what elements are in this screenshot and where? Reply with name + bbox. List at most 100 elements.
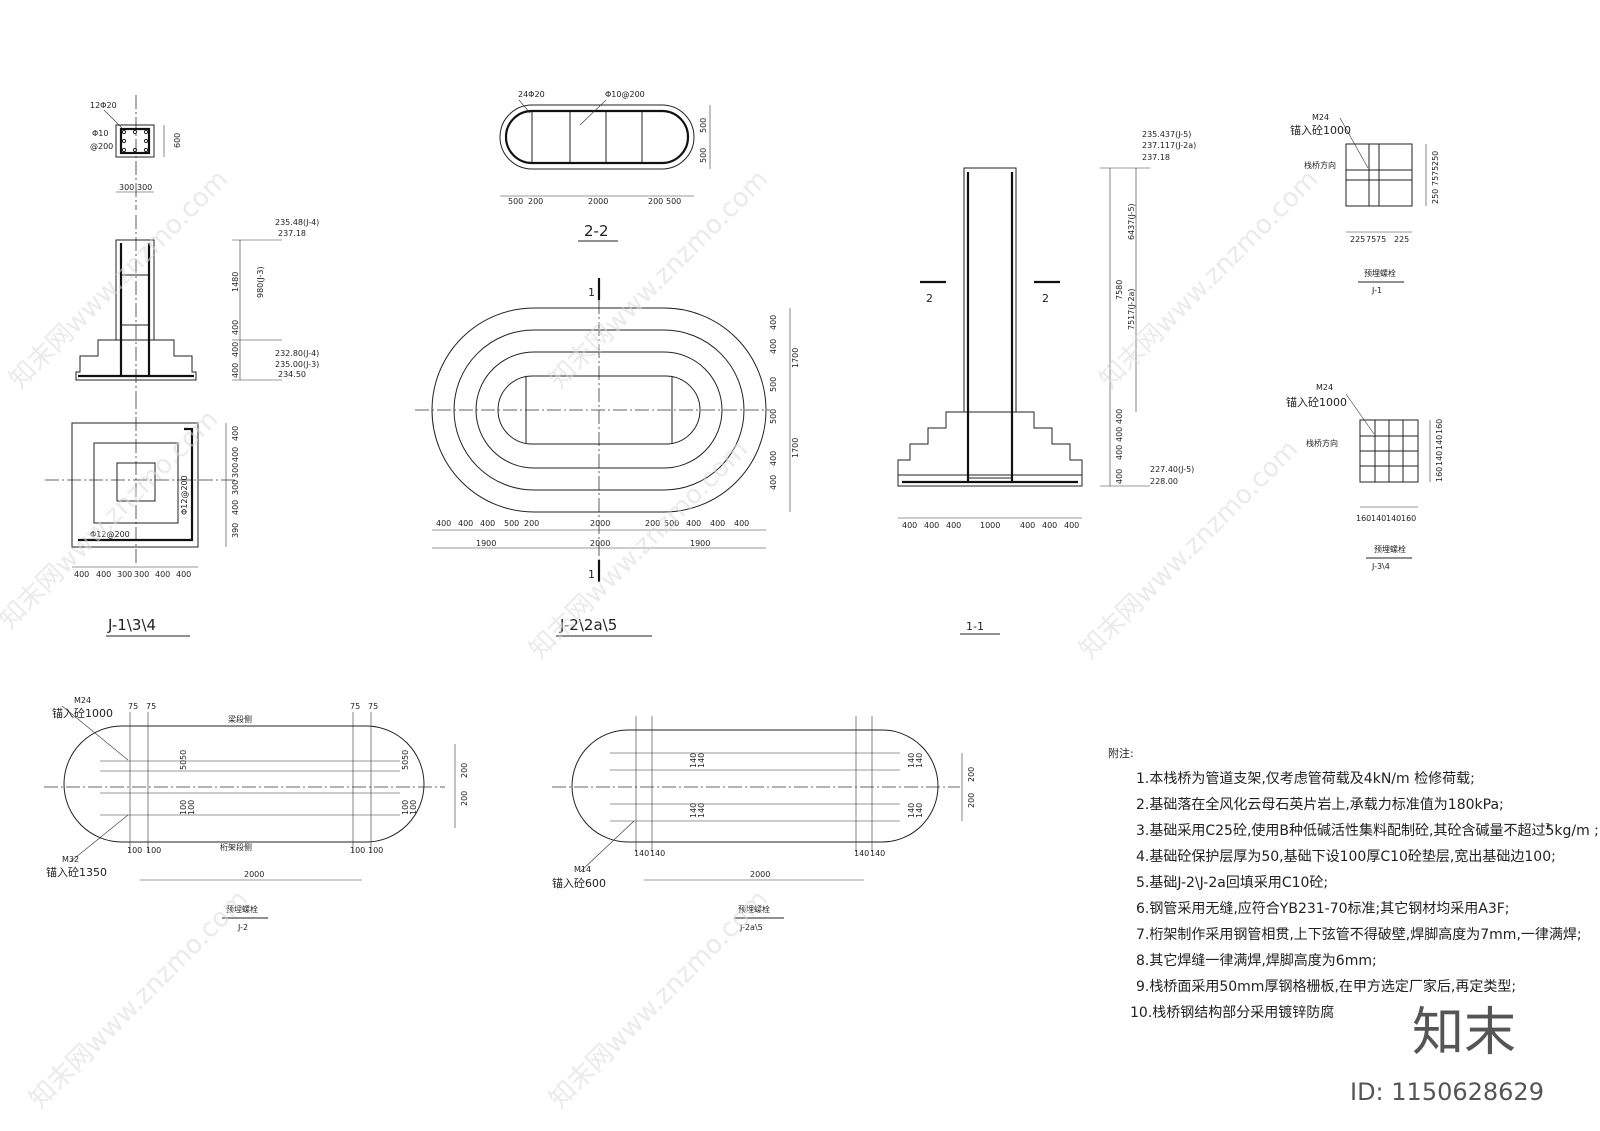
j1-plan-right-dim: 300 — [231, 463, 240, 478]
note-item: 1.本栈桥为管道支架,仅考虑管荷载及4kN/m 检修荷载; — [1136, 771, 1475, 787]
bolt-j2-mid-dim: 100 — [187, 800, 196, 815]
sec11-elev-1: 235.437(J-5) — [1142, 130, 1191, 139]
bolt-j1-bottom-dim: 225 — [1394, 235, 1409, 244]
j1-plan-bottom-dim: 300 — [117, 570, 132, 579]
j2-plan-bottom-dim: 400 — [686, 519, 701, 528]
bolt-j1-dir: 栈桥方向 — [1304, 160, 1336, 170]
sec11-v400: 400 — [1115, 427, 1124, 442]
bolt-j2-top-dim: 75 — [368, 702, 378, 711]
bolt-j1-bottom-dim: 75 — [1376, 235, 1386, 244]
bolt-j2-title: J-2 — [237, 923, 248, 932]
general-notes: 附注: 1.本栈桥为管道支架,仅考虑管荷载及4kN/m 检修荷载; 2.基础落在… — [1108, 746, 1599, 1021]
note-item: 9.栈桥面采用50mm厚钢格栅板,在甲方选定厂家后,再定类型; — [1136, 978, 1516, 995]
j2-plan-right-dim-2: 1700 — [791, 348, 800, 368]
bolt-j1-cap: 预埋螺栓 — [1364, 268, 1396, 278]
s22-bottom-dim: 200 — [648, 197, 663, 206]
j2-plan-bottom-dim: 500 — [504, 519, 519, 528]
bolt-j2-top-dim: 75 — [350, 702, 360, 711]
bolt-j2a5-mid-dim: 140 — [697, 753, 706, 768]
j2-plan-cut-top: 1 — [588, 286, 595, 299]
bolt-j2-top-dim: 75 — [128, 702, 138, 711]
sec11-bottom-dim: 400 — [946, 521, 961, 530]
bolt-j2-mid-dim: 100 — [179, 800, 188, 815]
bolt-j2a5-anchor: 锚入砼600 — [552, 876, 606, 890]
j2-plan-right-dim: 400 — [769, 475, 778, 490]
bolt-j1-right-dim: 250 — [1431, 189, 1440, 204]
bolt-j2a5-bot-dim: 140 — [634, 849, 649, 858]
j1-plan-bottom-dim: 300 — [134, 570, 149, 579]
bolt-j34-title: J-3\4 — [1371, 562, 1390, 571]
s22-right-dim: 500 — [699, 118, 708, 133]
j2-plan-right-dim: 500 — [769, 377, 778, 392]
j1-dim-300-a: 300 — [119, 183, 134, 192]
sec11-v6437: 6437(J-5) — [1127, 203, 1136, 240]
j1-plan-bottom-dim: 400 — [155, 570, 170, 579]
j2-plan-bottom-dim-2: 1900 — [476, 539, 496, 548]
watermark-text: 知末网www.znzmo.com — [24, 884, 255, 1115]
j1-elev-label-1: 235.48(J-4) — [275, 218, 319, 227]
brand-logo-text: 知末 — [1412, 1003, 1516, 1063]
j2-plan-bottom-dim: 400 — [710, 519, 725, 528]
j2-plan-bottom-dim: 2000 — [590, 519, 610, 528]
bolt-j2-bot-dim: 100 — [350, 846, 365, 855]
watermark-text: 知末网www.znzmo.com — [524, 434, 755, 665]
note-item: 6.钢管采用无缝,应符合YB231-70标准;其它钢材均采用A3F; — [1136, 900, 1510, 917]
sec11-bottom-dim: 400 — [1064, 521, 1079, 530]
s22-bottom-dim: 200 — [528, 197, 543, 206]
sec11-bottom-dim: 1000 — [980, 521, 1000, 530]
bolt-j1-right-dim: 75 — [1431, 176, 1440, 186]
j1-elevation: 235.48(J-4) 237.18 1480 980(J-3) 400 400… — [75, 215, 319, 395]
note-item: 7.桁架制作采用钢管相贯,上下弦管不得破壁,焊脚高度为7mm,一律满焊; — [1136, 926, 1582, 943]
note-item: 10.栈桥钢结构部分采用镀锌防腐 — [1130, 1004, 1334, 1021]
j1-tie-label-1: Φ10 — [92, 129, 108, 138]
j1-v400-c: 400 — [231, 363, 240, 378]
j1-plan-right-dim: 400 — [231, 447, 240, 462]
bolt-j2a5-bot-dim: 140 — [854, 849, 869, 858]
bolt-j2a5-right-dim: 200 — [967, 793, 976, 808]
watermark-text: 知末网www.znzmo.com — [0, 404, 224, 635]
j1-plan-right-dims: 400 400 300 300 400 390 — [231, 426, 240, 538]
j2-plan-right-dim-2: 1700 — [791, 438, 800, 458]
sec11-bottom-dims: 400 400 400 1000 400 400 400 — [902, 521, 1079, 530]
note-item: 5.基础J-2\J-2a回填采用C10砼; — [1136, 874, 1328, 891]
bolt-j1-m: M24 — [1312, 113, 1329, 122]
bolt-j1-right-dim: 250 — [1431, 151, 1440, 166]
bolt-j2-side2: 桁架段侧 — [220, 842, 252, 852]
s22-bottom-dim: 2000 — [588, 197, 608, 206]
j2-plan-right-dim: 400 — [769, 451, 778, 466]
bolt-j34-dir: 栈桥方向 — [1306, 438, 1338, 448]
bolt-j2a5-mid-dim: 140 — [907, 753, 916, 768]
j1-plan: Φ12@200 Φ12@200 400 400 300 300 400 390 … — [45, 395, 240, 637]
bolt-j2-bot-dim: 100 — [127, 846, 142, 855]
bolt-j2-cap: 预埋螺栓 — [226, 904, 258, 914]
bolt-j34-cap: 预埋螺栓 — [1374, 544, 1406, 554]
j1-plan-right-dim: 400 — [231, 500, 240, 515]
bolt-j2-mid-dim: 100 — [409, 800, 418, 815]
sec11-v7517: 7517(J-2a) — [1127, 288, 1136, 330]
j1-v1480: 1480 — [231, 272, 240, 292]
bolt-plan-j1: M24 锚入砼1000 栈桥方向 225 75 75 225 250 75 75… — [1290, 113, 1440, 295]
bolt-j34-bottom-dim: 160 — [1401, 514, 1416, 523]
bolt-j2a5-title: J-2a\5 — [739, 923, 763, 932]
j2-plan-right-dim: 400 — [769, 339, 778, 354]
bolt-j2-m2: M32 — [62, 855, 79, 864]
bolt-j1-title: J-1 — [1371, 286, 1382, 295]
j2-plan-right-dim: 500 — [769, 409, 778, 424]
j1-plan-bottom-dim: 400 — [96, 570, 111, 579]
j1-plan-mesh-1: Φ12@200 — [90, 530, 130, 539]
brand-id: ID: 1150628629 — [1350, 1078, 1544, 1106]
j2-plan-bottom-dim-2: 1900 — [690, 539, 710, 548]
watermarks: 知末网www.znzmo.com 知末网www.znzmo.com 知末网www… — [0, 164, 1324, 1115]
bolt-j34-bottom-dim: 140 — [1371, 514, 1386, 523]
j1-plan-bottom-dim: 400 — [74, 570, 89, 579]
j2-plan-bottom-dim: 400 — [734, 519, 749, 528]
j2-plan-right-dims: 400 400 500 500 400 400 1700 1700 — [769, 315, 800, 490]
bolt-j2-right-dim: 200 — [460, 763, 469, 778]
section-2-2: 24Φ20 Φ10@200 500 500 500 200 2000 200 5… — [499, 90, 711, 242]
sec11-bottom-dim: 400 — [1042, 521, 1057, 530]
bolt-j2-bot-dim: 100 — [368, 846, 383, 855]
bolt-j2-top-dim: 75 — [146, 702, 156, 711]
bolt-j2-right-dim: 200 — [460, 791, 469, 806]
j1-rebar-label: 12Φ20 — [90, 101, 117, 110]
